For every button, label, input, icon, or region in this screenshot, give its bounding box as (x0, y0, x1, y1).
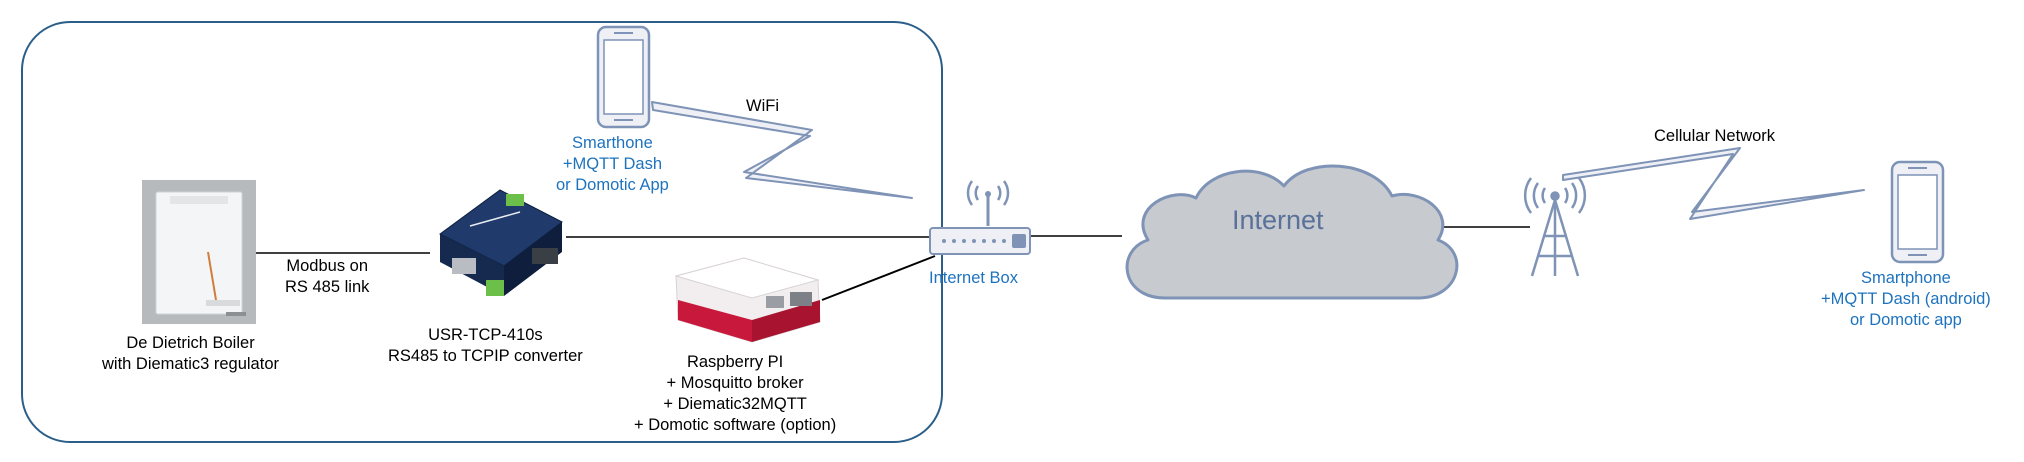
local-smartphone-icon (596, 25, 651, 129)
modbus-line-2: RS 485 link (285, 278, 370, 296)
cloud-icon (1125, 164, 1459, 300)
router-icon (929, 180, 1031, 255)
boiler-image (142, 180, 256, 324)
cellular-network-label: Cellular Network (1654, 127, 1776, 145)
raspberry-label: Raspberry PI + Mosquitto broker + Diemat… (634, 352, 836, 436)
modbus-line-1: Modbus on (286, 257, 369, 275)
local-smartphone-line-1: Smarthone (572, 134, 653, 152)
internet-box-label: Internet Box (929, 269, 1018, 287)
cellular-lightning-link (1562, 147, 1865, 220)
wifi-lightning-link (651, 101, 913, 199)
modbus-link-label: Modbus on RS 485 link (285, 256, 369, 298)
converter-line-1: USR-TCP-410s (428, 326, 543, 344)
remote-smartphone-line-1: Smartphone (1860, 269, 1951, 287)
boiler-label: De Dietrich Boiler with Diematic3 regula… (102, 333, 279, 375)
raspberry-pi-image (674, 257, 821, 343)
remote-smartphone-icon (1890, 160, 1945, 264)
local-smartphone-label: Smarthone +MQTT Dash or Domotic App (556, 133, 669, 196)
rs485-converter-image (430, 188, 564, 310)
wifi-label: WiFi (746, 97, 779, 115)
cell-tower-icon (1523, 177, 1587, 277)
raspberry-to-box-line (821, 255, 936, 301)
boiler-line-2: with Diematic3 regulator (102, 355, 279, 373)
local-smartphone-line-2: +MQTT Dash (562, 155, 662, 173)
local-smartphone-line-3: or Domotic App (556, 176, 669, 194)
raspberry-line-4: + Domotic software (option) (634, 416, 837, 434)
raspberry-line-3: + Diematic32MQTT (663, 395, 807, 413)
converter-line-2: RS485 to TCPIP converter (388, 347, 583, 365)
raspberry-line-2: + Mosquitto broker (666, 374, 804, 392)
raspberry-line-1: Raspberry PI (686, 353, 784, 371)
remote-smartphone-label: Smartphone +MQTT Dash (android) or Domot… (1821, 268, 1991, 331)
internet-cloud-label: Internet (1232, 205, 1324, 235)
remote-smartphone-line-2: +MQTT Dash (android) (1821, 290, 1991, 308)
remote-smartphone-line-3: or Domotic app (1849, 311, 1962, 329)
converter-label: USR-TCP-410s RS485 to TCPIP converter (388, 325, 583, 367)
boiler-line-1: De Dietrich Boiler (126, 334, 255, 352)
